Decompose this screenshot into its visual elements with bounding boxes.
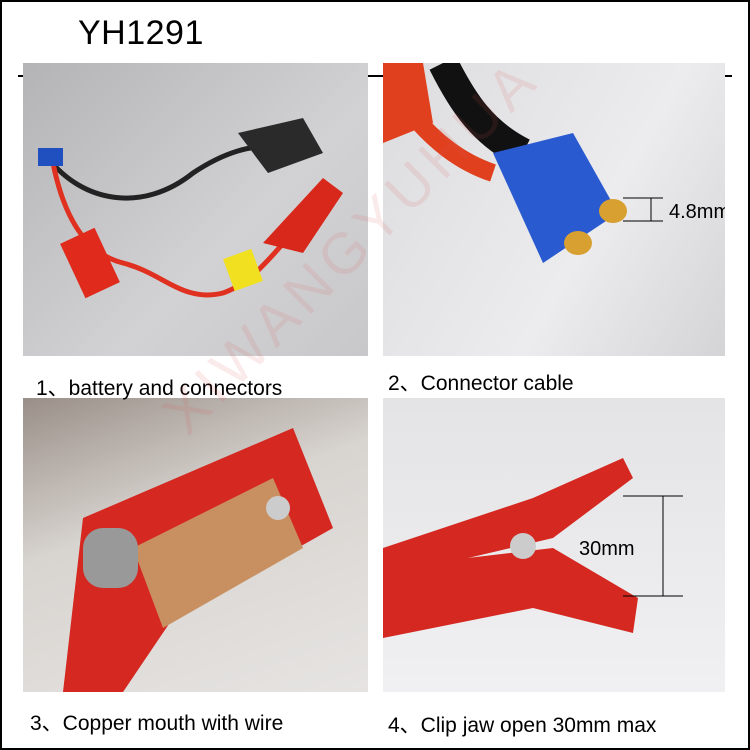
caption-1: 1、battery and connectors xyxy=(36,377,283,400)
photo-battery-and-connectors xyxy=(23,63,368,356)
product-title: YH1291 xyxy=(78,14,204,52)
title-divider xyxy=(18,75,732,77)
photo-connector-cable: 4.8mm xyxy=(383,63,725,356)
caption-2: 2、Connector cable xyxy=(388,372,574,395)
caption-3: 3、Copper mouth with wire xyxy=(30,712,284,735)
photo-clip-jaw: 30mm xyxy=(383,398,725,692)
caption-4: 4、Clip jaw open 30mm max xyxy=(388,714,657,737)
photo-copper-mouth xyxy=(23,398,368,692)
pin-diameter-label: 4.8mm xyxy=(669,201,725,223)
jaw-opening-label: 30mm xyxy=(579,538,635,560)
